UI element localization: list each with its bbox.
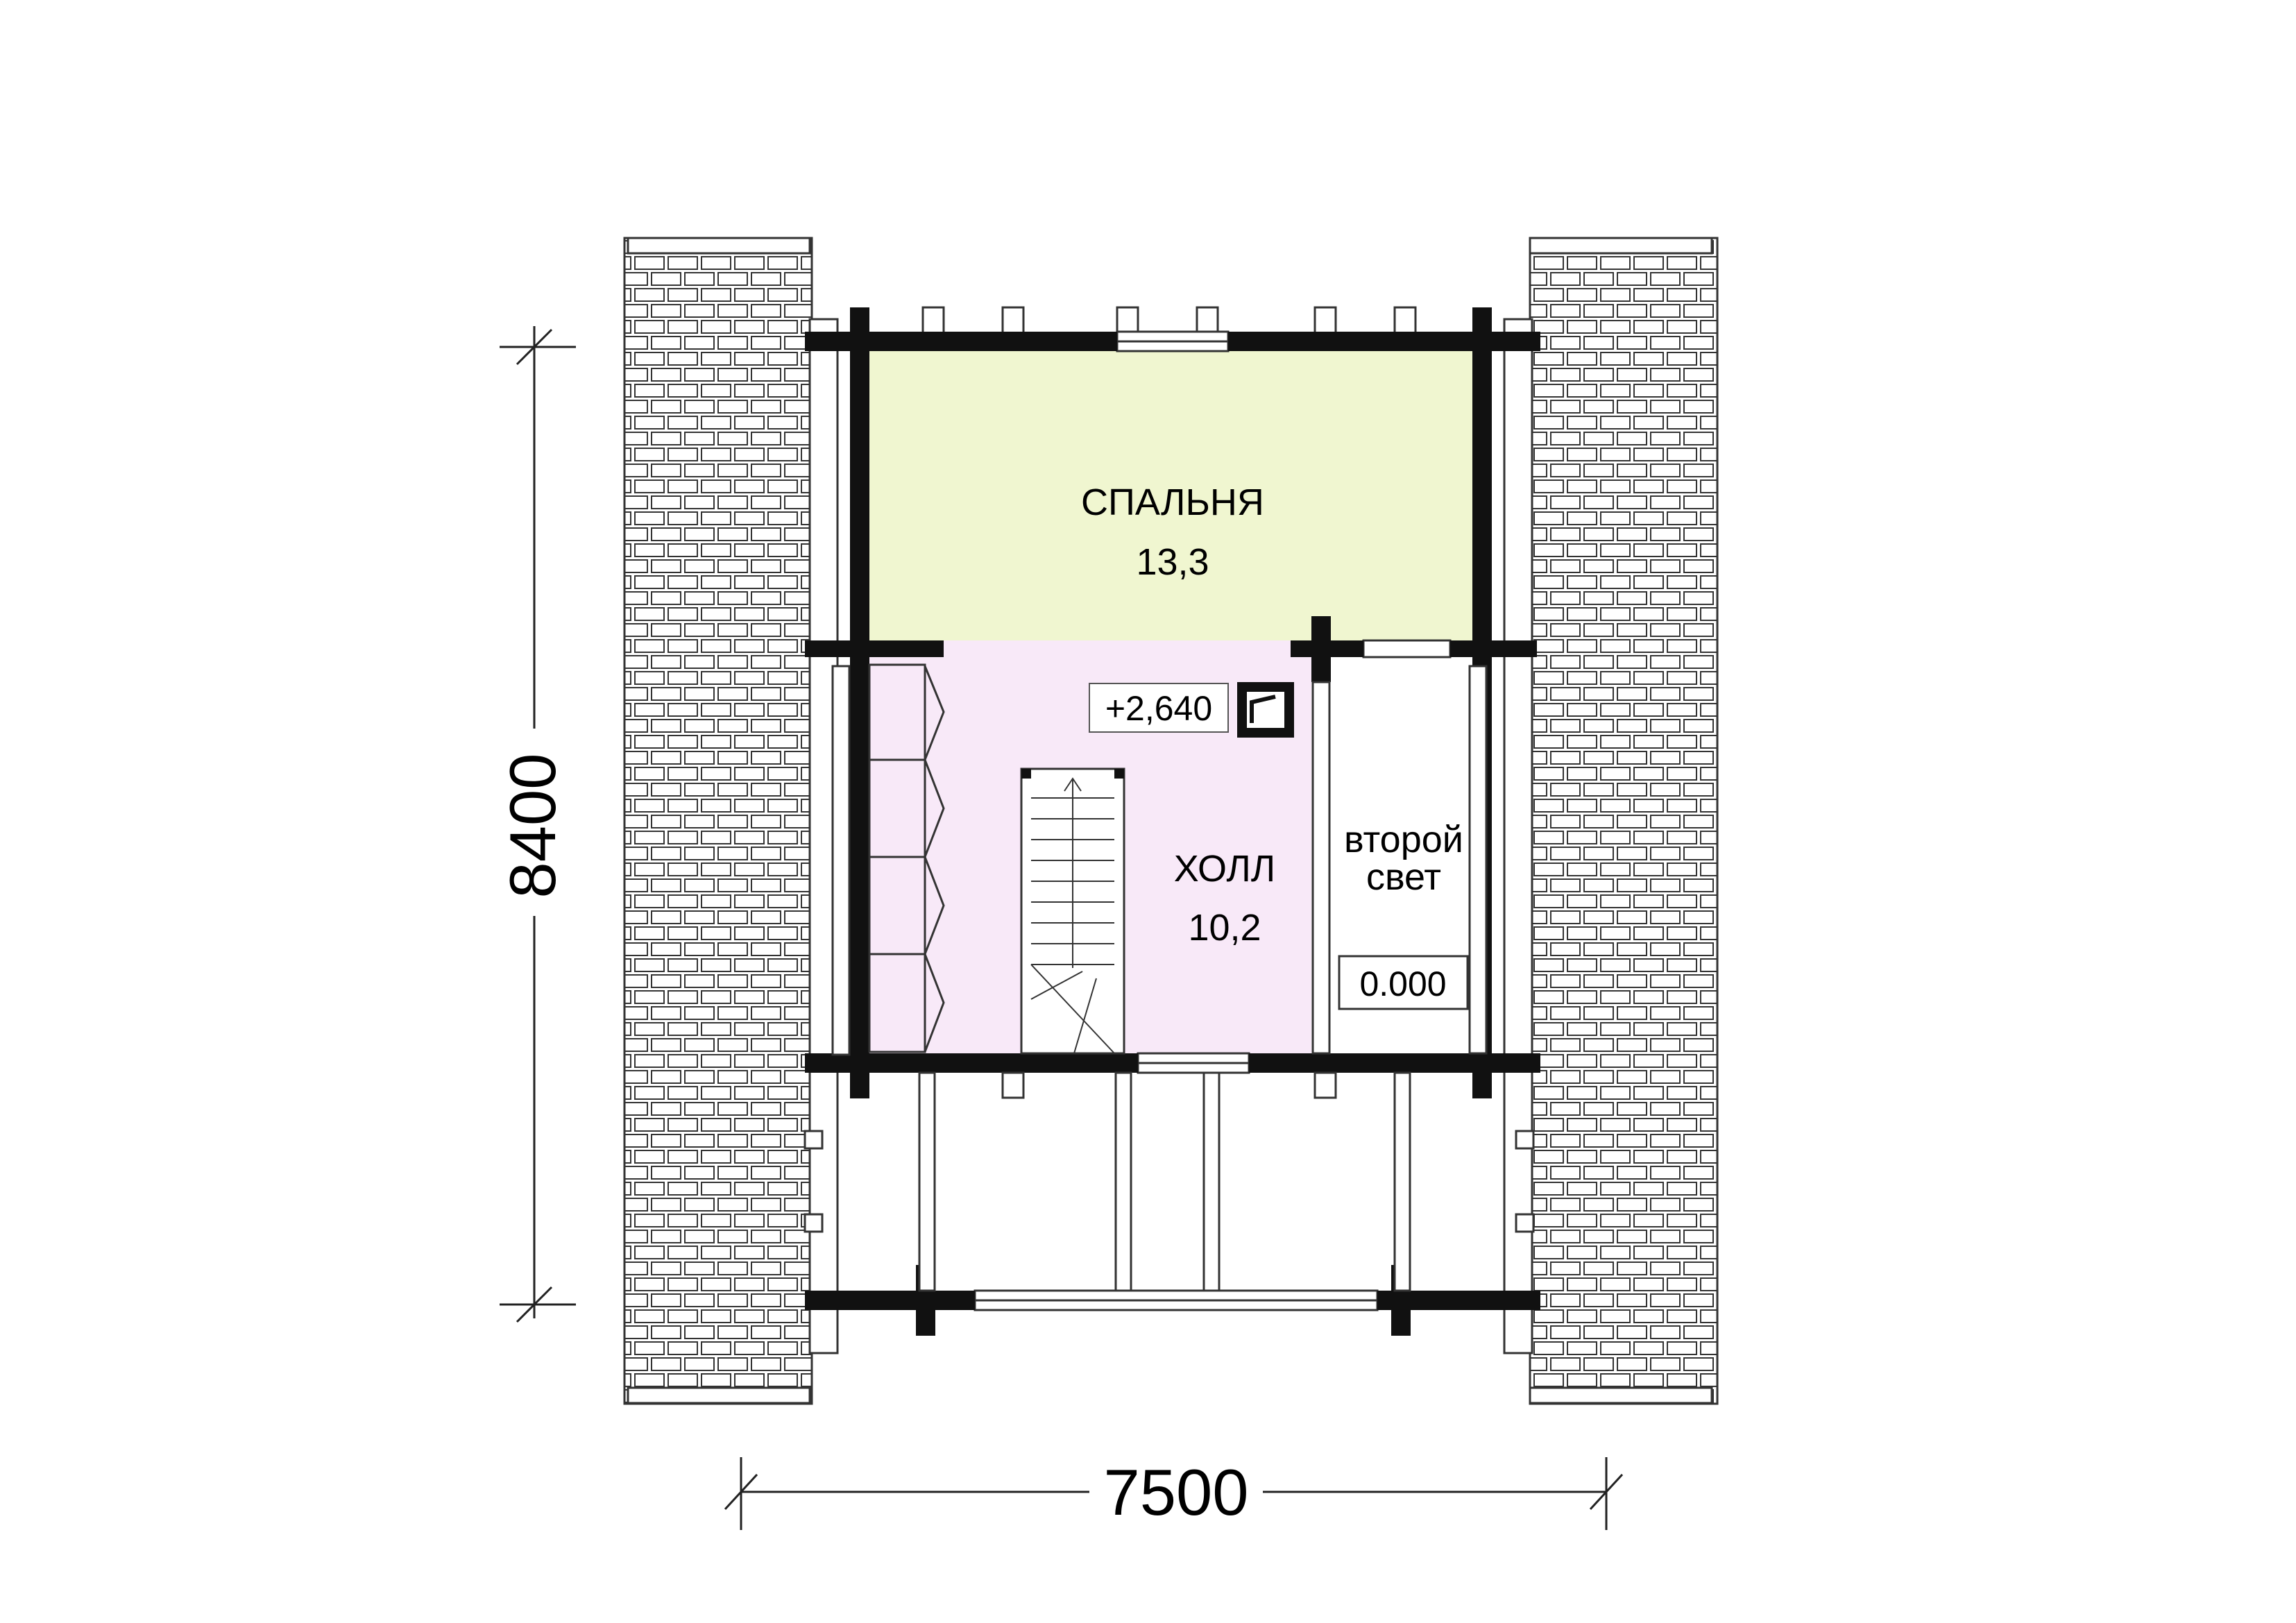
bedroom-area: [867, 349, 1478, 640]
log-ends-mid: [1001, 1071, 1337, 1099]
level-mark-upper: +2,640: [1089, 683, 1229, 733]
svg-text:+2,640: +2,640: [1105, 689, 1212, 728]
dimension-height: [500, 326, 576, 1323]
second-light-line1: второй: [1344, 819, 1463, 860]
svg-text:0.000: 0.000: [1359, 965, 1446, 1003]
partitions: [831, 665, 1488, 1056]
terrace-posts: [803, 1071, 1535, 1292]
dimension-width-value: 7500: [1103, 1456, 1248, 1529]
dimension-height-value: 8400: [496, 753, 569, 898]
bedroom-name: СПАЛЬНЯ: [1081, 482, 1264, 523]
staircase: [1020, 767, 1125, 1055]
roof-right: [1503, 237, 1719, 1405]
wardrobe: [868, 663, 945, 1053]
second-light-line2: свет: [1366, 856, 1441, 898]
roof-left: [623, 237, 839, 1405]
hall-name: ХОЛЛ: [1174, 848, 1276, 890]
dimension-width: [724, 1457, 1624, 1530]
level-mark-lower: 0.000: [1338, 955, 1469, 1010]
chimney-icon: [1237, 682, 1294, 738]
bedroom-area-value: 13,3: [1136, 541, 1209, 583]
hall-area-value: 10,2: [1188, 907, 1261, 949]
